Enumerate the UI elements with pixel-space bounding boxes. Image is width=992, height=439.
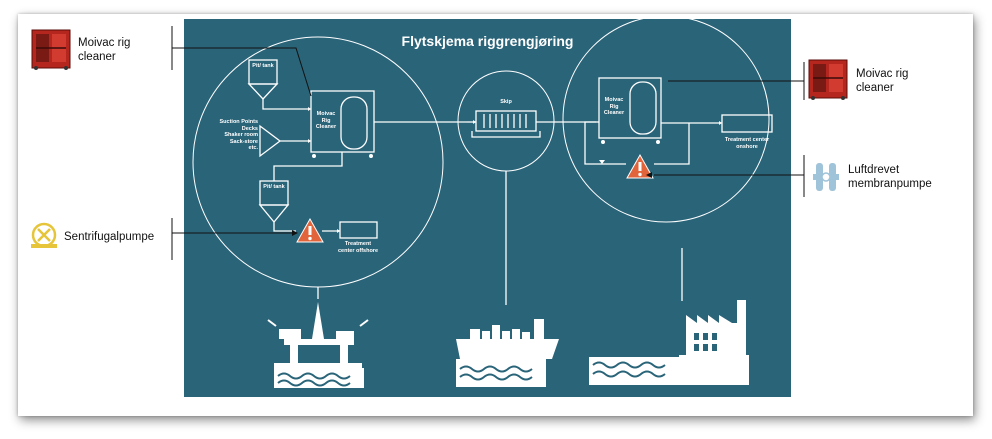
source-item: Suction Points xyxy=(219,119,259,125)
centrifugal-pump-icon xyxy=(31,222,57,248)
oil-rig-icon xyxy=(267,302,369,368)
pit-tank-bottom-label: Pit/ tank xyxy=(263,184,285,190)
centrifugal-pump-label: Sentrifugalpumpe xyxy=(64,231,155,243)
cleaner-tank-right xyxy=(629,81,657,135)
source-item: Sack-store xyxy=(229,138,258,145)
membrane-pump-icon xyxy=(813,163,839,191)
flowchart-panel: Flytskjema riggrengjøring xyxy=(184,19,791,397)
ship-box xyxy=(475,110,537,132)
source-triangle xyxy=(259,124,282,158)
right-cleaner-label: Moivac rig cleaner xyxy=(856,68,909,94)
warning-icon-left xyxy=(296,217,324,243)
treatment-offshore-label: Treatment center offshore xyxy=(337,241,379,254)
diagram-title: Flytskjema riggrengjøring xyxy=(401,33,574,49)
pit-tank-top-label: Pit/ tank xyxy=(252,63,274,69)
left-cleaner-label: Moivac rig cleaner xyxy=(78,37,131,63)
source-item: Decks xyxy=(241,125,258,132)
membrane-pump-label: Luftdrevet membranpumpe xyxy=(848,164,932,190)
treatment-onshore-label: Treatment center onshore xyxy=(724,137,770,150)
ship-label: Skip xyxy=(500,99,512,105)
waves-left xyxy=(274,368,364,388)
cleaner-tank-left xyxy=(340,96,368,150)
flowchart-graphics xyxy=(192,19,773,388)
source-item: etc. xyxy=(248,145,258,151)
cleaner-box-left-label: Moivac Rig Cleaner xyxy=(315,111,337,130)
waves-right xyxy=(589,355,749,385)
source-list: Suction Points Decks Shaker room Sack-st… xyxy=(200,119,259,152)
pit-tank-top-funnel xyxy=(247,83,279,100)
cleaner-box-right xyxy=(598,77,662,139)
moivac-rig-cleaner-image-right xyxy=(808,59,848,100)
treatment-box-offshore xyxy=(339,221,378,239)
cleaner-box-right-label: Moivac Rig Cleaner xyxy=(603,97,625,116)
warning-icon-right xyxy=(626,153,654,179)
onshore-circle xyxy=(562,19,770,223)
waves-middle xyxy=(456,359,546,387)
pit-tank-bottom-funnel xyxy=(258,204,290,224)
source-item: Shaker room xyxy=(224,132,258,138)
moivac-rig-cleaner-image-left xyxy=(31,29,71,70)
container-ship-icon xyxy=(456,319,559,359)
